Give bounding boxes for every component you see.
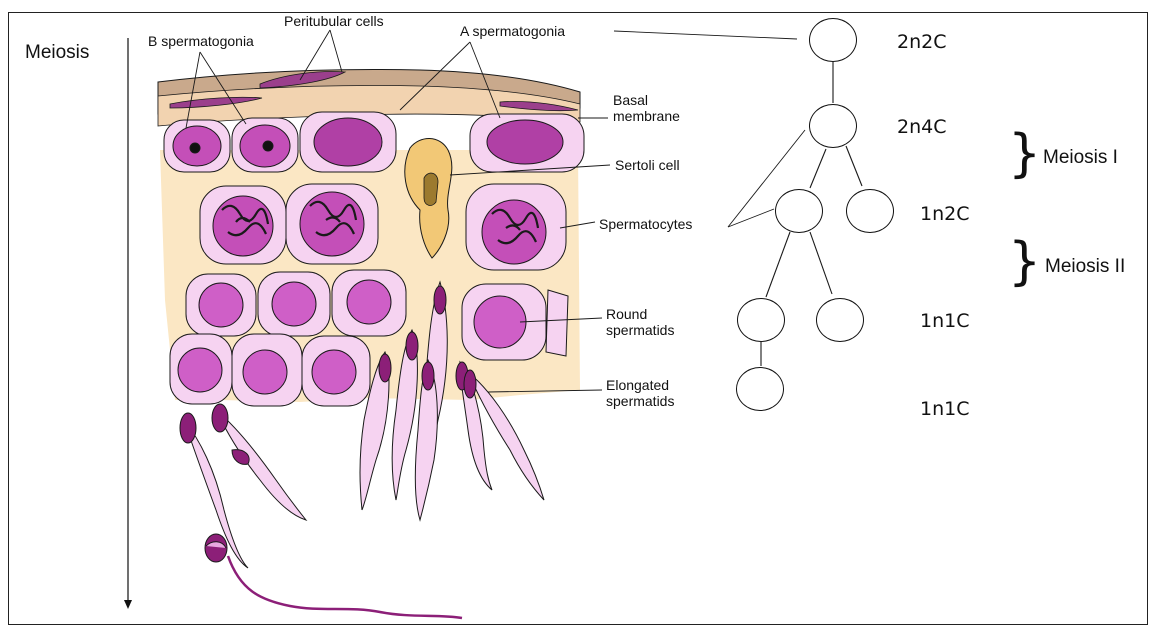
label-b-spermatogonia: B spermatogonia xyxy=(148,33,254,49)
a-spermatogonium-nucleus-1 xyxy=(314,118,382,166)
sertoli-nucleus xyxy=(424,173,438,205)
ploidy-label-1n1c-a: 1n1C xyxy=(920,310,970,332)
label-elongated-spermatids: Elongated spermatids xyxy=(606,377,674,409)
phase-label-meiosis-ii: Meiosis II xyxy=(1045,256,1125,278)
a-spermatogonium-nucleus-2 xyxy=(487,120,563,164)
label-spermatocytes: Spermatocytes xyxy=(599,216,692,232)
label-basal-membrane: Basal membrane xyxy=(613,92,680,124)
lineage-node-2n2c xyxy=(809,18,857,62)
sperm-head xyxy=(205,534,227,562)
lineage-node-1n2c-b xyxy=(846,189,894,233)
lineage-node-2n4c xyxy=(809,104,857,148)
label-sertoli-cell: Sertoli cell xyxy=(615,157,680,173)
spermatid-head-2 xyxy=(212,404,228,432)
spermatid-head-1 xyxy=(180,413,196,443)
ploidy-label-1n2c: 1n2C xyxy=(920,203,970,225)
sperm-tail xyxy=(228,556,462,618)
ploidy-label-1n1c-b: 1n1C xyxy=(920,398,970,420)
lineage-node-1n1c-c xyxy=(736,367,784,411)
label-peritubular-cells: Peritubular cells xyxy=(284,13,384,29)
released-spermatids xyxy=(180,404,306,568)
lineage-node-1n1c-b xyxy=(816,298,864,342)
meiosis-i-brace: } xyxy=(1008,128,1041,180)
ploidy-label-2n4c: 2n4C xyxy=(897,116,947,138)
spermatocyte-nucleus-3 xyxy=(482,200,546,264)
spermatocyte-nucleus-2 xyxy=(300,192,364,256)
lineage-node-1n1c-a xyxy=(737,298,785,342)
spermatocyte-nucleus-1 xyxy=(213,196,273,256)
diagram-title: Meiosis xyxy=(25,42,89,64)
phase-label-meiosis-i: Meiosis I xyxy=(1043,147,1118,169)
meiosis-arrow-head xyxy=(124,600,132,609)
ploidy-label-2n2c: 2n2C xyxy=(897,31,947,53)
label-round-spermatids: Round spermatids xyxy=(606,306,674,338)
lineage-node-1n2c-a xyxy=(775,189,823,233)
free-sperm xyxy=(205,534,462,618)
meiosis-ii-brace: } xyxy=(1008,236,1041,288)
label-a-spermatogonia: A spermatogonia xyxy=(460,23,565,39)
